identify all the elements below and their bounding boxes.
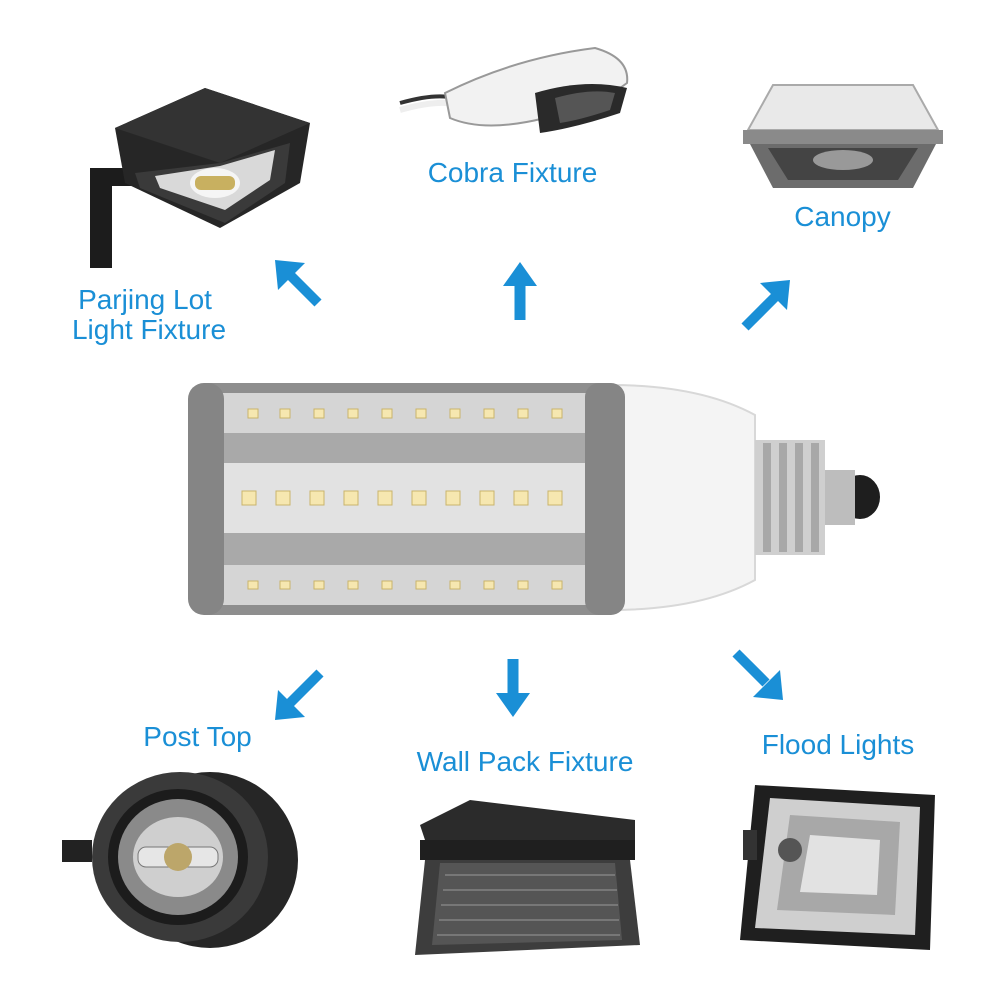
corn-led-bulb-image [180,375,900,620]
flood-light-fixture-image [735,780,945,955]
arrow-up-icon [503,262,537,320]
arrow-down-icon [496,659,530,717]
post-top-label: Post Top [143,721,252,752]
cobra-fixture-label: Cobra Fixture [427,157,598,188]
post-top-fixture-image [60,765,300,950]
canopy-label: Canopy [794,201,891,232]
canopy-fixture-image [738,80,948,195]
flood-lights-label: Flood Lights [761,729,915,760]
cobra-fixture-image [395,38,640,138]
arrow-down-right-icon [732,649,783,700]
arrow-down-left-icon [275,669,324,720]
arrow-up-left-icon [275,260,322,307]
arrow-up-right-icon [741,280,790,331]
parking-lot-fixture-image [85,88,325,268]
wall-pack-label: Wall Pack Fixture [416,746,634,777]
wall-pack-fixture-image [410,795,645,965]
parking-lot-label-line2: Light Fixture [71,314,227,345]
parking-lot-label-line1: Parjing Lot [78,284,212,315]
